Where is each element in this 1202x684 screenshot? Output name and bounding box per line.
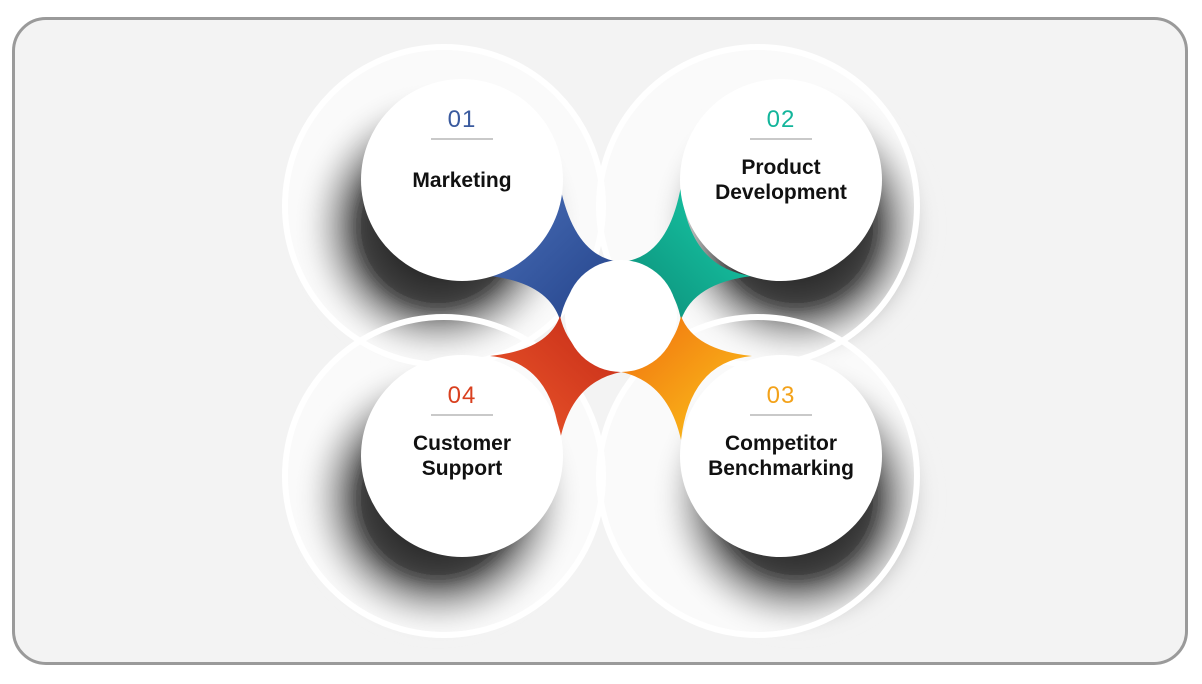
number-underline <box>431 414 493 416</box>
arm-marketing <box>490 186 621 320</box>
node-label: Customer Support <box>412 432 512 480</box>
number-underline <box>431 138 493 140</box>
number-underline <box>750 414 812 416</box>
node-marketing: 01 Marketing <box>362 80 562 280</box>
node-label: Product Development <box>715 156 847 204</box>
center-hub <box>565 260 677 372</box>
node-discs <box>361 79 882 557</box>
node-product-development: 02 Product Development <box>681 80 881 280</box>
arm-support <box>490 316 621 440</box>
arm-product <box>621 186 752 320</box>
node-competitor-benchmarking: 03 Competitor Benchmarking <box>681 356 881 556</box>
arm-competitor <box>621 316 752 440</box>
node-label: Competitor Benchmarking <box>708 432 854 480</box>
node-number: 04 <box>447 382 477 409</box>
node-customer-support: 04 Customer Support <box>362 356 562 556</box>
node-number: 02 <box>766 106 796 133</box>
node-number: 01 <box>447 106 477 133</box>
number-underline <box>750 138 812 140</box>
node-number: 03 <box>766 382 796 409</box>
node-label: Marketing <box>412 169 512 192</box>
